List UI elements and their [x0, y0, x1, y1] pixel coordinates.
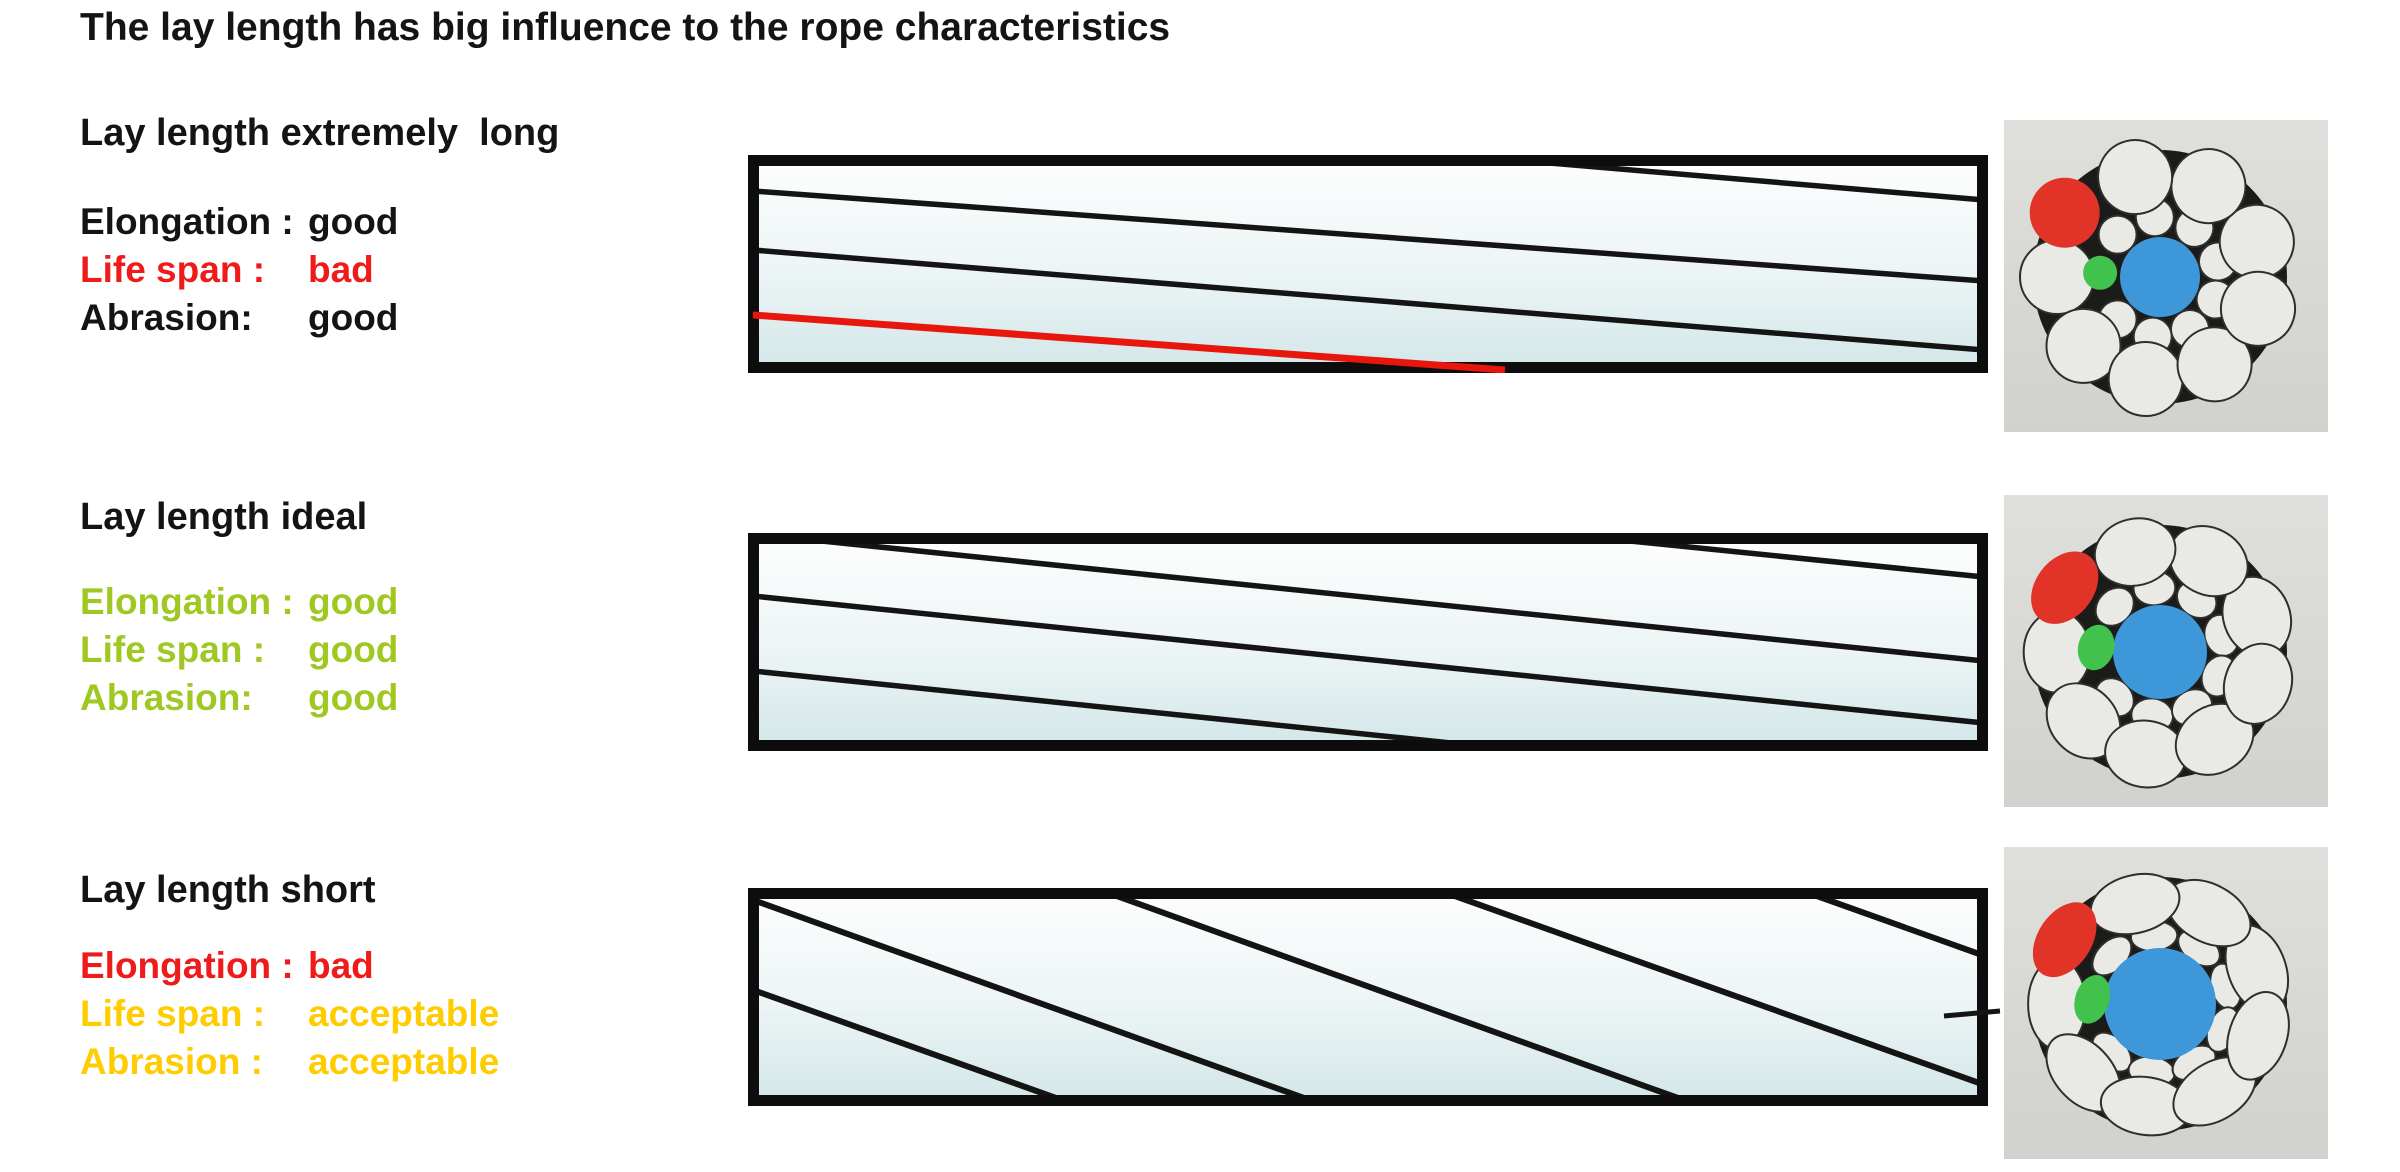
- property-elongation: Elongation : good: [80, 578, 398, 626]
- property-label: Elongation :: [80, 581, 294, 622]
- properties-long-lay: Elongation : good Life span : bad Abrasion…: [80, 198, 398, 342]
- property-label: Elongation :: [80, 945, 294, 986]
- red-strand-line: [752, 311, 1506, 373]
- property-life-span: Life span : good: [80, 626, 398, 674]
- property-value: good: [308, 629, 399, 670]
- property-value: good: [308, 581, 399, 622]
- rope-border: [748, 888, 1988, 1106]
- property-abrasion: Abrasion: good: [80, 674, 398, 722]
- property-label: Elongation :: [80, 201, 294, 242]
- cross-section-photo-short-lay: [2004, 847, 2328, 1159]
- rope-surface: [753, 893, 1983, 1101]
- property-value: bad: [308, 945, 374, 986]
- rope-diagram-ideal-lay: [748, 533, 1988, 751]
- property-label: Abrasion :: [80, 1041, 263, 1082]
- property-value: acceptable: [308, 993, 500, 1034]
- section-heading-short-lay: Lay length short: [80, 869, 376, 911]
- property-value: good: [308, 297, 399, 338]
- property-label: Abrasion:: [80, 297, 253, 338]
- properties-short-lay: Elongation : bad Life span : acceptable Ab…: [80, 942, 499, 1086]
- strand-lines: [752, 537, 1985, 746]
- property-life-span: Life span : bad: [80, 246, 398, 294]
- rope-cross-section-ideal-lay: [2004, 495, 2328, 807]
- properties-ideal-lay: Elongation : good Life span : good Abrasio…: [80, 578, 398, 722]
- rope-diagram-short-lay: [748, 888, 2001, 1106]
- rope-border: [748, 155, 1988, 373]
- section-heading-ideal-lay: Lay length ideal: [80, 496, 368, 538]
- property-label: Life span :: [80, 249, 266, 290]
- property-value: acceptable: [308, 1041, 500, 1082]
- property-value: good: [308, 201, 399, 242]
- rope-diagram-long-lay: [748, 155, 1988, 373]
- property-elongation: Elongation : bad: [80, 942, 499, 990]
- strand-lines: [752, 159, 1985, 353]
- strand-lines: [751, 892, 1984, 1101]
- property-elongation: Elongation : good: [80, 198, 398, 246]
- section-heading-long-lay: Lay length extremely long: [80, 112, 560, 154]
- page-title: The lay length has big influence to the …: [80, 6, 1171, 49]
- property-label: Life span :: [80, 629, 266, 670]
- strand-tick-mark: [1943, 1008, 2001, 1019]
- property-value: bad: [308, 249, 374, 290]
- property-label: Abrasion:: [80, 677, 253, 718]
- rope-cross-section-short-lay: [2004, 847, 2328, 1159]
- property-value: good: [308, 677, 399, 718]
- cross-section-photo-ideal-lay: [2004, 495, 2328, 807]
- property-life-span: Life span : acceptable: [80, 990, 499, 1038]
- property-label: Life span :: [80, 993, 266, 1034]
- rope-cross-section-long-lay: [2004, 120, 2328, 432]
- property-abrasion: Abrasion: good: [80, 294, 398, 342]
- cross-section-photo-long-lay: [2004, 120, 2328, 432]
- rope-border: [748, 533, 1988, 751]
- property-abrasion: Abrasion : acceptable: [80, 1038, 499, 1086]
